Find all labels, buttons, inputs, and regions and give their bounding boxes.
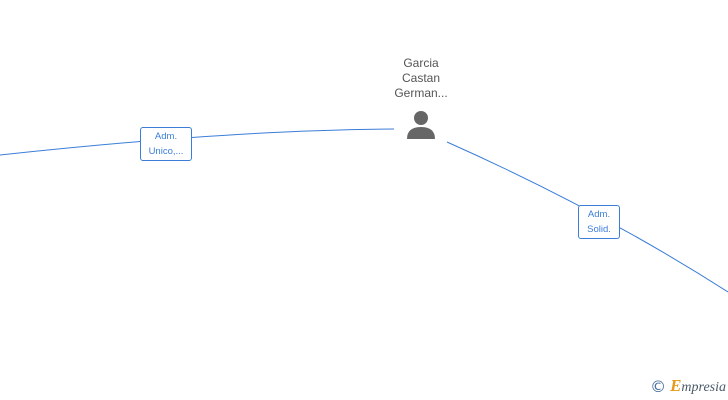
edge-label-right[interactable]: Adm. Solid.: [578, 205, 620, 239]
person-name-line-1: Garcia: [403, 56, 439, 70]
copyright-icon: ©: [650, 376, 667, 396]
person-node[interactable]: Garcia Castan German...: [380, 56, 462, 141]
edge-left[interactable]: [0, 128, 395, 156]
brand-logo: Empresia: [670, 376, 726, 396]
edge-label-right-line-2: Solid.: [587, 224, 611, 235]
brand-watermark: © Empresia: [650, 376, 726, 396]
edge-label-left-line-1: Adm.: [154, 131, 178, 142]
person-icon[interactable]: [405, 109, 437, 141]
person-name-line-3: German...: [394, 86, 448, 100]
edge-label-left-line-2: Unico,...: [148, 146, 184, 157]
brand-first-letter: E: [670, 376, 682, 395]
brand-rest: mpresia: [681, 380, 726, 395]
edge-label-left[interactable]: Adm. Unico,...: [140, 127, 192, 161]
edge-label-right-line-1: Adm.: [587, 209, 611, 220]
person-name-line-2: Castan: [401, 71, 441, 85]
